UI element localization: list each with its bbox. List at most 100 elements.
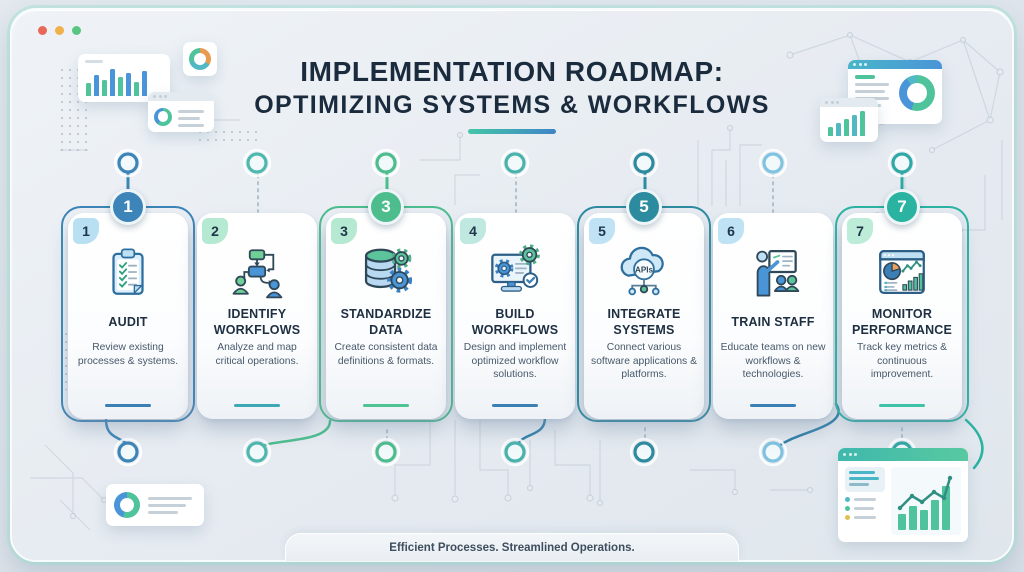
- window-dot-red: [38, 26, 47, 35]
- step-icon-box: [873, 239, 931, 305]
- step-card: 6 TRAIN STAFF Educate teams on new workf…: [713, 189, 833, 429]
- database-gears-icon: [364, 248, 413, 293]
- window-control-dots: [38, 26, 81, 35]
- monitor-gears-icon: [491, 244, 540, 292]
- timeline-node-3: [375, 152, 397, 174]
- step-icon-box: [357, 239, 415, 305]
- step-card: 3 3 STANDARDIZE DATA Create consistent d…: [319, 189, 453, 429]
- timeline-node-6: [762, 441, 784, 463]
- step-accent-underline: [879, 403, 925, 407]
- timeline-node-1: [117, 152, 139, 174]
- timeline-node-2: [246, 441, 268, 463]
- step-description: Review existing processes & systems.: [77, 342, 179, 367]
- step-number: 3: [381, 197, 391, 216]
- step-accent-underline: [363, 403, 409, 407]
- step-number-circle: 3: [368, 189, 404, 225]
- step-card: 1 1 AUDIT Review existing processes & sy…: [61, 189, 195, 429]
- step-title: MONITOR PERFORMANCE: [851, 307, 953, 337]
- step-corner-number: 3: [340, 223, 348, 239]
- step-icon-box: [99, 239, 157, 305]
- window-dot-yellow: [55, 26, 64, 35]
- step-icon-box: [228, 239, 286, 305]
- donut-chart-badge-decoration: [183, 42, 217, 76]
- step-corner-badge: 2: [202, 218, 228, 244]
- flowchart-people-icon: [232, 249, 283, 299]
- step-corner-number: 6: [727, 223, 735, 239]
- step-title: AUDIT: [108, 314, 148, 329]
- timeline-node-3: [375, 441, 397, 463]
- step-number-circle: 5: [626, 189, 662, 225]
- donut-list-card-decoration: [106, 484, 204, 526]
- step-card-body: 3 STANDARDIZE DATA Create consistent dat…: [326, 213, 446, 419]
- step-title: INTEGRATE SYSTEMS: [607, 307, 681, 337]
- page-title-line2: OPTIMIZING SYSTEMS & WORKFLOWS: [254, 91, 770, 119]
- step-corner-number: 2: [211, 223, 219, 239]
- step-card-body: 2 IDENTIFY WORKFLOWS Analyze and map cri…: [197, 213, 317, 419]
- step-accent-underline: [234, 403, 280, 407]
- step-card-body: 7 MONITOR PERFORMANCE Track key metrics …: [842, 213, 962, 419]
- step-corner-number: 1: [82, 223, 90, 239]
- step-corner-badge: 5: [589, 218, 615, 244]
- step-title: STANDARDIZE DATA: [340, 307, 432, 337]
- timeline-node-5: [633, 152, 655, 174]
- step-accent-underline: [750, 403, 796, 407]
- step-corner-badge: 1: [73, 218, 99, 244]
- step-corner-badge: 7: [847, 218, 873, 244]
- step-description: Create consistent data definitions & for…: [334, 342, 438, 367]
- step-accent-underline: [492, 403, 538, 407]
- timeline-node-4: [504, 441, 526, 463]
- mini-growth-chart: [897, 475, 953, 530]
- step-corner-number: 5: [598, 223, 606, 239]
- step-card-body: 1 AUDIT Review existing processes & syst…: [68, 213, 188, 419]
- timeline-node-4: [504, 152, 526, 174]
- step-description: Analyze and map critical operations.: [215, 342, 299, 367]
- step-description: Educate teams on new workflows & technol…: [720, 342, 826, 381]
- timeline-nodes: [113, 148, 917, 467]
- growth-chart-window-decoration: [838, 448, 968, 542]
- step-number: 7: [897, 197, 907, 216]
- timeline-node-7: [891, 152, 913, 174]
- step-title: TRAIN STAFF: [731, 314, 815, 329]
- step-corner-badge: 3: [331, 218, 357, 244]
- step-card: 7 7 MONITOR PERFORMANCE Track key metric…: [835, 189, 969, 429]
- step-corner-number: 4: [469, 223, 477, 239]
- step-card: 2 IDENTIFY WORKFLOWS Analyze and map cri…: [197, 189, 317, 429]
- step-description: Design and implement optimized workflow …: [463, 342, 567, 381]
- step-description: Track key metrics & continuous improveme…: [856, 342, 947, 381]
- step-card: 5 5 APIs INTEGRATE SYSTEMS Connect vario…: [577, 189, 711, 429]
- dot-grid-decoration: [196, 128, 260, 146]
- step-card-body: 5 APIs INTEGRATE SYSTEMS Connect various…: [584, 213, 704, 419]
- step-card: 4 BUILD WORKFLOWS Design and implement o…: [455, 189, 575, 429]
- timeline-node-2: [246, 152, 268, 174]
- step-number: 5: [639, 197, 649, 216]
- step-icon-box: [486, 239, 544, 305]
- timeline-node-5: [633, 441, 655, 463]
- dashboard-charts-icon: [879, 250, 925, 294]
- donut-list-card-decoration: [148, 92, 214, 132]
- footer-tagline: Efficient Processes. Streamlined Operati…: [389, 541, 635, 554]
- step-icon-box: APIs: [615, 239, 673, 305]
- step-number-circle: 7: [884, 189, 920, 225]
- step-number: 1: [123, 197, 133, 216]
- step-title: BUILD WORKFLOWS: [471, 307, 559, 337]
- step-card-body: 6 TRAIN STAFF Educate teams on new workf…: [713, 213, 833, 419]
- svg-text:APIs: APIs: [635, 265, 654, 274]
- title-accent-underline: [468, 129, 556, 134]
- page-title-line1: IMPLEMENTATION ROADMAP:: [300, 56, 724, 87]
- step-corner-badge: 4: [460, 218, 486, 244]
- cloud-apis-icon: APIs: [620, 246, 664, 296]
- timeline-node-1: [117, 441, 139, 463]
- step-card-body: 4 BUILD WORKFLOWS Design and implement o…: [455, 213, 575, 419]
- step-corner-badge: 6: [718, 218, 744, 244]
- step-icon-box: [744, 239, 802, 305]
- step-description: Connect various software applications & …: [591, 342, 697, 381]
- trainer-presentation-icon: [756, 250, 800, 297]
- footer-tagline-tab: Efficient Processes. Streamlined Operati…: [285, 533, 739, 561]
- step-number-circle: 1: [110, 189, 146, 225]
- clipboard-checklist-icon: [112, 248, 144, 295]
- header: IMPLEMENTATION ROADMAP: OPTIMIZING SYSTE…: [0, 56, 1024, 134]
- window-dot-green: [72, 26, 81, 35]
- bar-chart-window-decoration: [820, 98, 878, 142]
- step-title: IDENTIFY WORKFLOWS: [213, 307, 301, 337]
